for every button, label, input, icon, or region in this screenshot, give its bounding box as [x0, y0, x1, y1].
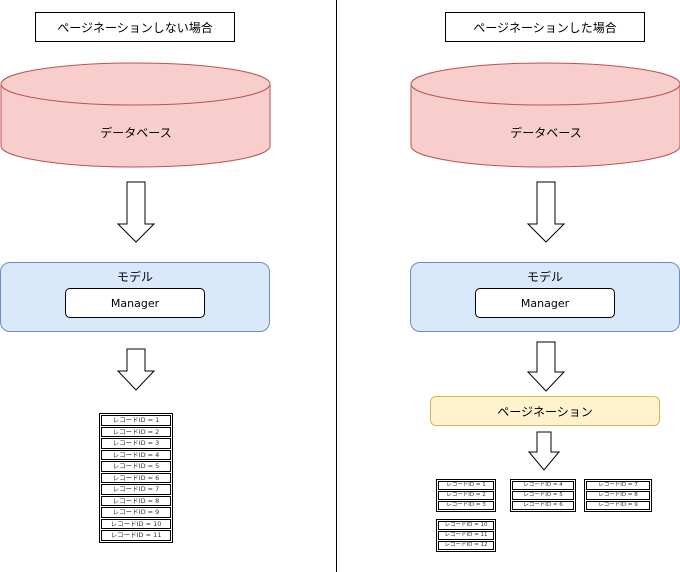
left-arrow-db-to-model	[116, 181, 156, 243]
right-arrow-model-to-pagination	[526, 341, 566, 392]
record-item: レコードID = 2	[438, 491, 494, 500]
record-item: レコードID = 11	[101, 530, 171, 541]
record-item: レコードID = 1	[101, 415, 171, 426]
record-item: レコードID = 11	[438, 531, 494, 540]
record-item: レコードID = 4	[101, 449, 171, 460]
record-item: レコードID = 9	[586, 501, 650, 510]
record-item: レコードID = 2	[101, 426, 171, 437]
pagination-label: ページネーション	[497, 404, 593, 419]
right-manager-box: Manager	[475, 288, 615, 318]
right-title-box: ページネーションした場合	[445, 12, 645, 42]
record-item: レコードID = 12	[438, 541, 494, 550]
left-title-box: ページネーションしない場合	[35, 12, 235, 42]
right-arrow-db-to-model	[526, 181, 566, 243]
record-item: レコードID = 7	[586, 481, 650, 490]
record-item: レコードID = 5	[101, 461, 171, 472]
right-manager-label: Manager	[520, 296, 570, 310]
left-model-label: モデル	[116, 270, 153, 284]
record-item: レコードID = 1	[438, 481, 494, 490]
right-database-label: データベース	[510, 126, 582, 140]
record-item: レコードID = 3	[438, 501, 494, 510]
record-item: レコードID = 4	[512, 481, 574, 490]
left-manager-label: Manager	[110, 296, 160, 310]
left-manager-box: Manager	[65, 288, 205, 318]
record-item: レコードID = 5	[512, 491, 574, 500]
record-item: レコードID = 7	[101, 484, 171, 495]
left-database-label: データベース	[100, 126, 172, 140]
left-arrow-model-to-records	[116, 348, 156, 391]
pagination-box: ページネーション	[430, 396, 660, 426]
center-divider	[336, 0, 337, 572]
left-title: ページネーションしない場合	[57, 20, 213, 35]
record-item: レコードID = 8	[101, 495, 171, 506]
record-item: レコードID = 6	[101, 472, 171, 483]
left-database-cylinder	[0, 62, 271, 168]
record-item: レコードID = 9	[101, 507, 171, 518]
right-model-label: モデル	[526, 270, 563, 284]
record-item: レコードID = 10	[101, 518, 171, 529]
record-item: レコードID = 8	[586, 491, 650, 500]
right-arrow-pagination-to-pages	[527, 431, 561, 471]
record-item: レコードID = 3	[101, 438, 171, 449]
record-item: レコードID = 10	[438, 521, 494, 530]
right-title: ページネーションした場合	[473, 20, 617, 35]
record-item: レコードID = 6	[512, 501, 574, 510]
right-database-cylinder	[410, 62, 680, 168]
